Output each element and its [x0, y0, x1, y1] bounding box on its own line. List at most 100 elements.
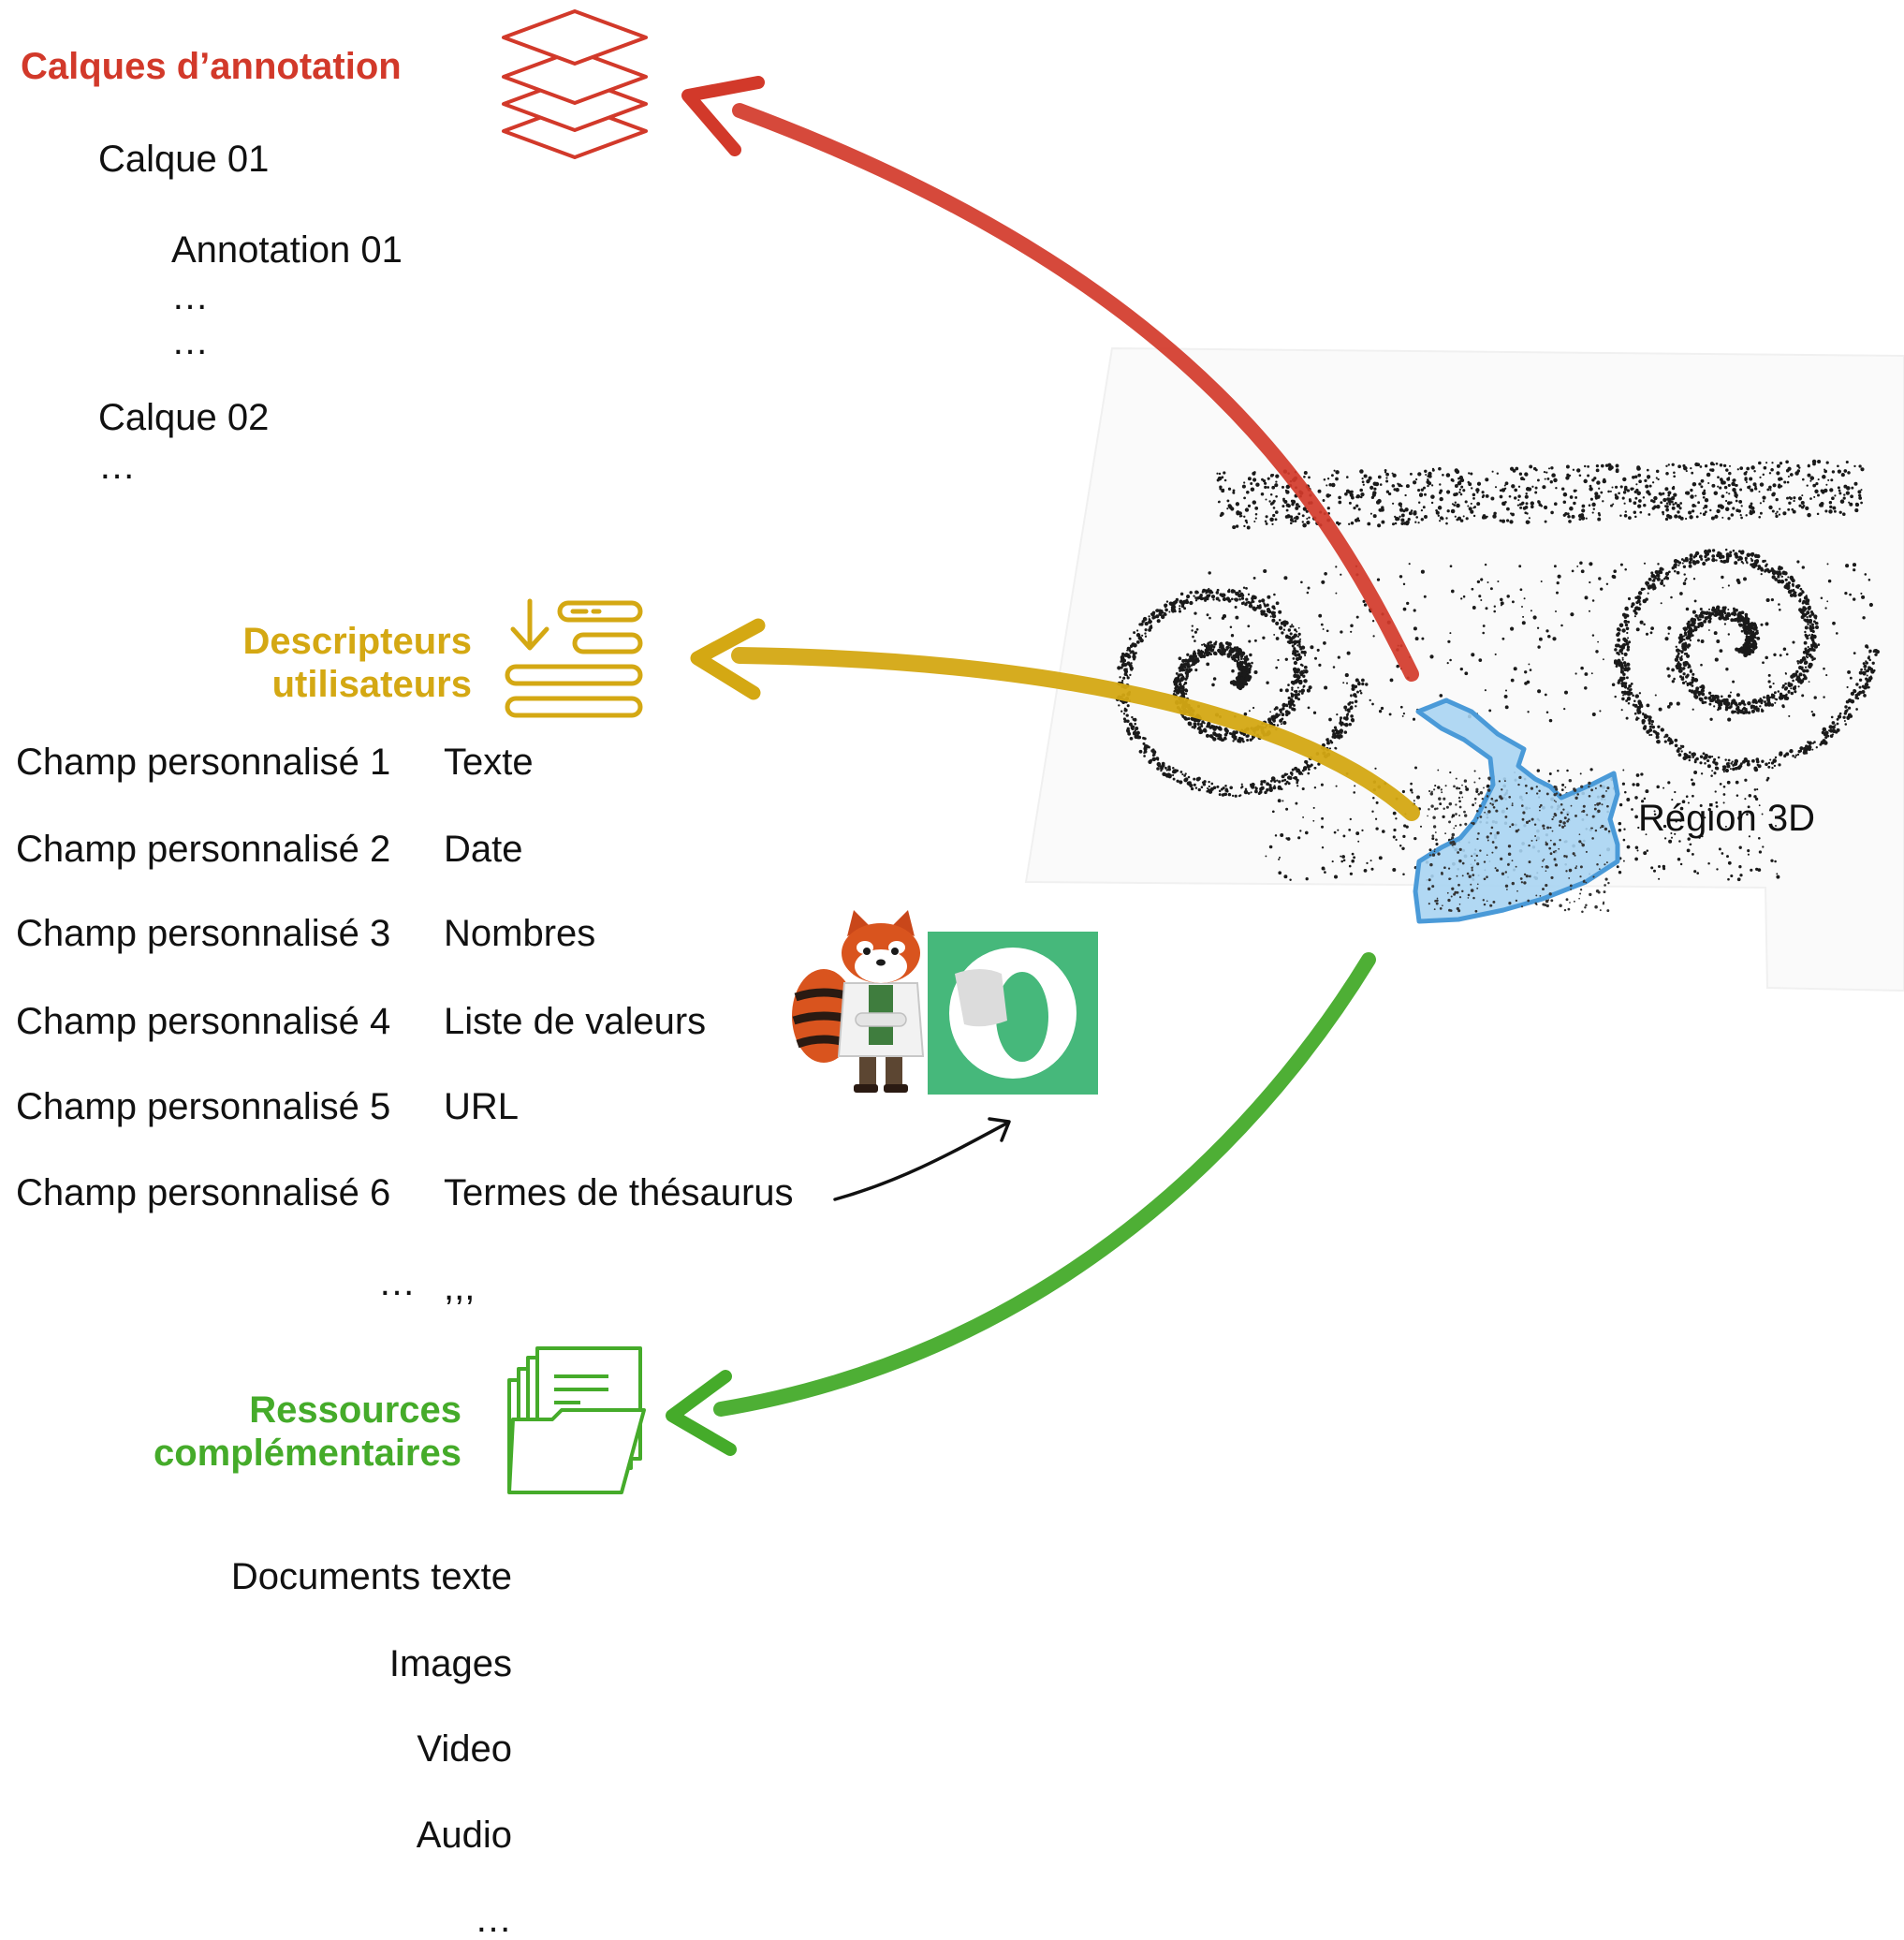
- point-cloud-dot: [1155, 614, 1160, 619]
- point-cloud-dot: [1164, 608, 1168, 612]
- point-cloud-dot: [1694, 494, 1697, 497]
- point-cloud-dot: [1824, 730, 1829, 736]
- point-cloud-dot: [1486, 835, 1489, 839]
- point-cloud-dot: [1685, 607, 1690, 611]
- point-cloud-dot: [1400, 513, 1405, 518]
- point-cloud-dot: [1175, 597, 1179, 602]
- point-cloud-dot: [1462, 595, 1466, 598]
- point-cloud-dot: [1866, 674, 1868, 677]
- point-cloud-dot: [1238, 683, 1241, 686]
- point-cloud-dot: [1485, 478, 1489, 482]
- point-cloud-dot: [1777, 579, 1781, 584]
- point-cloud-dot: [1456, 503, 1460, 508]
- point-cloud-dot: [1471, 869, 1473, 872]
- point-cloud-dot: [1647, 475, 1651, 479]
- point-cloud-dot: [1730, 618, 1735, 623]
- point-cloud-dot: [1501, 788, 1503, 791]
- point-cloud-dot: [1228, 652, 1231, 654]
- point-cloud-dot: [1566, 813, 1569, 816]
- point-cloud-dot: [1126, 728, 1129, 732]
- point-cloud-dot: [1632, 783, 1635, 786]
- point-cloud-dot: [1346, 476, 1349, 478]
- point-cloud-dot: [1238, 649, 1241, 653]
- point-cloud-dot: [1806, 484, 1809, 487]
- point-cloud-dot: [1689, 515, 1693, 520]
- point-cloud-dot: [1798, 599, 1802, 603]
- point-cloud-dot: [1692, 672, 1695, 676]
- point-cloud-dot: [1414, 637, 1419, 641]
- point-cloud-dot: [1738, 499, 1743, 504]
- point-cloud-dot: [1702, 507, 1706, 509]
- point-cloud-dot: [1406, 601, 1410, 606]
- point-cloud-dot: [1224, 785, 1227, 787]
- point-cloud-dot: [1811, 623, 1814, 626]
- point-cloud-dot: [1539, 895, 1542, 897]
- point-cloud-dot: [1244, 507, 1250, 512]
- point-cloud-dot: [1296, 769, 1299, 772]
- point-cloud-dot: [1860, 489, 1863, 492]
- point-cloud-dot: [1194, 596, 1197, 599]
- point-cloud-dot: [1296, 630, 1298, 633]
- point-cloud-dot: [1825, 674, 1828, 677]
- point-cloud-dot: [1646, 703, 1650, 708]
- point-cloud-dot: [1624, 667, 1629, 670]
- layer-item[interactable]: Calque 01: [98, 139, 270, 180]
- point-cloud-dot: [1321, 845, 1325, 849]
- point-cloud-dot: [1176, 769, 1179, 772]
- point-cloud-dot: [1598, 868, 1601, 870]
- point-cloud-dot: [1794, 754, 1798, 757]
- point-cloud-dot: [1249, 664, 1252, 669]
- point-cloud-dot: [1547, 634, 1551, 639]
- point-cloud-dot: [1247, 593, 1251, 595]
- point-cloud-dot: [1692, 794, 1694, 798]
- point-cloud-dot: [1689, 665, 1692, 669]
- point-cloud-dot: [1295, 506, 1299, 510]
- point-cloud-dot: [1472, 492, 1476, 497]
- point-cloud-dot: [1552, 637, 1557, 641]
- point-cloud-dot: [1282, 720, 1287, 726]
- point-cloud-dot: [1817, 643, 1821, 646]
- point-cloud-dot: [1686, 683, 1690, 687]
- point-cloud-dot: [1158, 611, 1163, 617]
- point-cloud-dot: [1779, 477, 1783, 480]
- point-cloud-dot: [1453, 842, 1457, 845]
- point-cloud-dot: [1395, 838, 1398, 842]
- point-cloud-dot: [1525, 502, 1529, 506]
- point-cloud-dot: [1797, 593, 1802, 597]
- point-cloud-dot: [1719, 486, 1722, 490]
- point-cloud-dot: [1560, 487, 1565, 491]
- resource-item[interactable]: Images: [388, 1643, 512, 1684]
- point-cloud-dot: [1831, 496, 1835, 501]
- resource-item[interactable]: Documents texte: [230, 1556, 512, 1597]
- point-cloud-dot: [1501, 872, 1505, 875]
- point-cloud-dot: [1687, 623, 1691, 627]
- point-cloud-dot: [1727, 517, 1731, 521]
- annotation-item[interactable]: Annotation 01: [171, 229, 403, 271]
- point-cloud-dot: [1861, 690, 1866, 694]
- resource-item[interactable]: Video: [417, 1728, 512, 1770]
- point-cloud-dot: [1454, 484, 1458, 488]
- point-cloud-dot: [1313, 766, 1317, 770]
- point-cloud-dot: [1595, 650, 1599, 654]
- point-cloud-dot: [1370, 495, 1375, 500]
- point-cloud-dot: [1634, 515, 1637, 519]
- point-cloud-dot: [1553, 843, 1557, 846]
- point-cloud-dot: [1399, 575, 1403, 579]
- layer-item[interactable]: Calque 02: [98, 397, 270, 438]
- point-cloud-dot: [1271, 618, 1276, 623]
- point-cloud-dot: [1287, 639, 1293, 645]
- point-cloud-dot: [1703, 620, 1706, 624]
- point-cloud-dot: [1318, 663, 1322, 667]
- point-cloud-dot: [1618, 802, 1623, 807]
- point-cloud-dot: [1318, 613, 1323, 618]
- point-cloud-dot: [1700, 614, 1705, 619]
- point-cloud-dot: [1466, 872, 1470, 875]
- point-cloud-dot: [1122, 676, 1126, 680]
- resource-item[interactable]: Audio: [416, 1815, 512, 1856]
- point-cloud-dot: [1343, 730, 1348, 734]
- point-cloud-dot: [1733, 710, 1736, 713]
- point-cloud-dot: [1447, 639, 1451, 643]
- point-cloud-dot: [1529, 669, 1532, 671]
- point-cloud-dot: [1546, 826, 1550, 830]
- point-cloud-dot: [1750, 559, 1754, 563]
